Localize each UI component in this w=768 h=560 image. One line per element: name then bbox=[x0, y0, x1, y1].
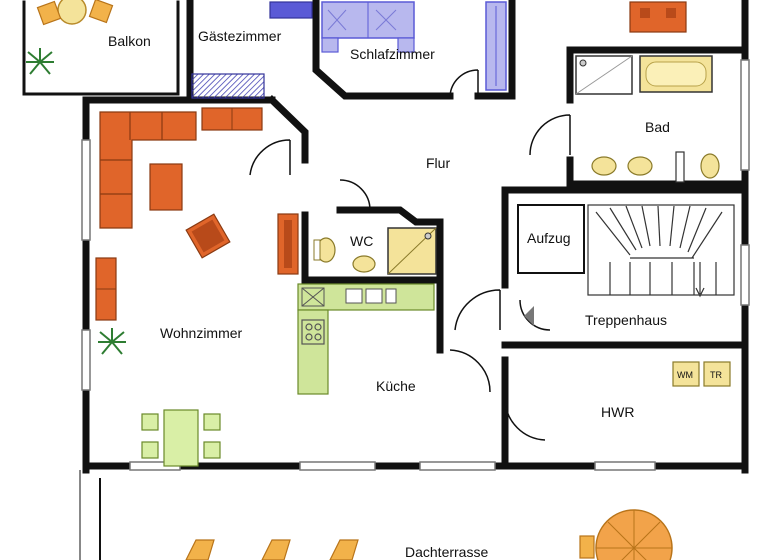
elevator-shaft bbox=[517, 204, 585, 274]
wc-shower bbox=[387, 227, 437, 275]
kitchen-sink bbox=[345, 288, 397, 304]
double-bed bbox=[321, 1, 415, 53]
stove bbox=[301, 319, 325, 345]
bath-sinks bbox=[591, 156, 653, 176]
windows bbox=[81, 59, 750, 471]
plant-icon bbox=[98, 328, 126, 355]
sun-loungers bbox=[185, 539, 359, 560]
armchair bbox=[185, 213, 231, 259]
tr-label: TR bbox=[710, 370, 722, 380]
room-label-wc: WC bbox=[350, 233, 373, 249]
staircase bbox=[587, 204, 735, 298]
room-label-dachterrasse: Dachterrasse bbox=[405, 544, 488, 560]
doors bbox=[249, 69, 571, 441]
room-label-schlafzimmer: Schlafzimmer bbox=[350, 46, 435, 62]
room-label-balkon: Balkon bbox=[108, 33, 151, 49]
bathtub bbox=[639, 55, 713, 93]
bath-toilet bbox=[700, 153, 720, 179]
wm-label: WM bbox=[677, 370, 693, 380]
wc-sink bbox=[352, 255, 376, 273]
umbrella-icon bbox=[579, 509, 673, 560]
dining-set bbox=[141, 409, 221, 467]
room-label-hwr: HWR bbox=[601, 404, 634, 420]
room-labels: Balkon Gästezimmer Schlafzimmer Bad Flur… bbox=[108, 28, 670, 560]
guest-bed bbox=[269, 1, 313, 19]
washing-machine bbox=[672, 361, 700, 387]
room-label-flur: Flur bbox=[426, 155, 450, 171]
room-label-kueche: Küche bbox=[376, 378, 416, 394]
dryer bbox=[703, 361, 731, 387]
room-label-bad: Bad bbox=[645, 119, 670, 135]
bath-cabinet bbox=[675, 151, 685, 183]
room-label-gaestezimmer: Gästezimmer bbox=[198, 28, 282, 44]
room-label-aufzug: Aufzug bbox=[527, 230, 571, 246]
plant-icon bbox=[26, 48, 54, 75]
bedroom-desk bbox=[629, 1, 687, 33]
corner-sofa bbox=[99, 111, 197, 229]
room-label-wohnzimmer: Wohnzimmer bbox=[160, 325, 243, 341]
guest-wardrobe bbox=[191, 73, 265, 99]
arrow-left-icon bbox=[524, 306, 534, 326]
room-label-treppenhaus: Treppenhaus bbox=[585, 312, 667, 328]
balcony-table-set bbox=[36, 0, 114, 26]
coffee-table bbox=[149, 163, 183, 211]
shower bbox=[575, 55, 633, 95]
